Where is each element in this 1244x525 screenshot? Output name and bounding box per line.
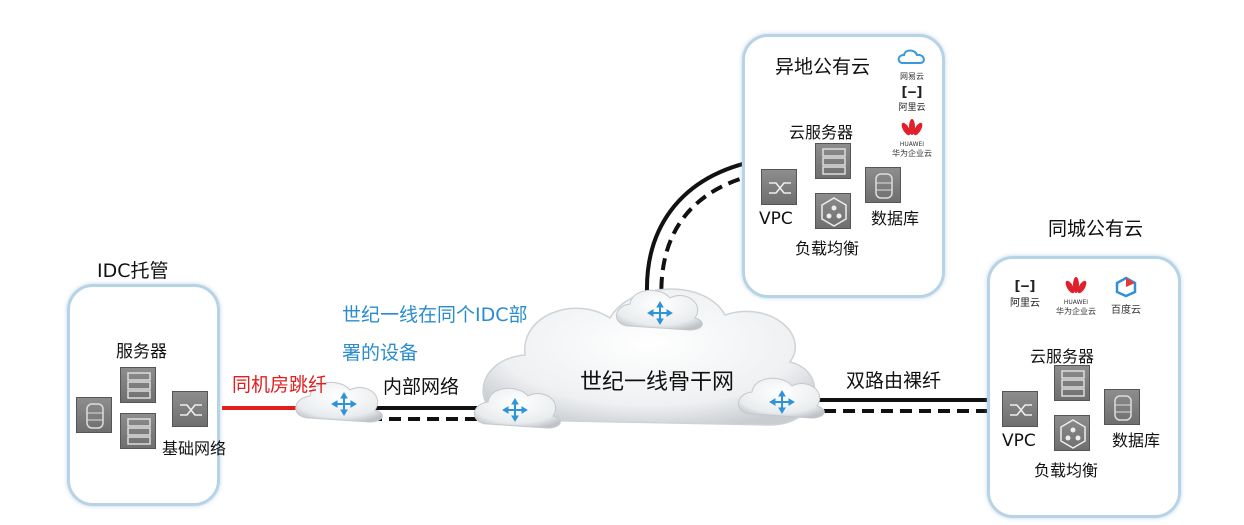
idc-server-label: 服务器 bbox=[116, 342, 167, 362]
local-lb-label: 负载均衡 bbox=[1034, 461, 1099, 480]
router-icon bbox=[331, 392, 357, 416]
inner-network-label: 内部网络 bbox=[383, 376, 460, 398]
red-link-label: 同机房跳纤 bbox=[232, 374, 328, 396]
inner-network-link bbox=[370, 406, 490, 421]
backbone-label: 世纪一线骨干网 bbox=[580, 370, 735, 395]
idc-device-text-line1: 世纪一线在同个IDC部 bbox=[342, 304, 528, 326]
router-cloud-left bbox=[295, 381, 383, 423]
huawei-logo: HUAWEI 华为企业云 bbox=[889, 119, 935, 159]
local-cloud-title: 同城公有云 bbox=[1048, 218, 1144, 240]
switch-icon bbox=[1002, 391, 1038, 427]
database-icon bbox=[76, 397, 112, 433]
aliyun-logo: [‒] 阿里云 bbox=[1010, 279, 1040, 309]
router-icon bbox=[647, 301, 673, 325]
server-icon bbox=[1054, 365, 1090, 401]
local-server-label: 云服务器 bbox=[1030, 347, 1095, 366]
local-cloud-box: [‒] 阿里云 HUAWEI 华为企业云 百度云 云服务器 VPC 负载均衡 数… bbox=[987, 256, 1181, 518]
switch-icon bbox=[761, 169, 797, 205]
load-balancer-icon bbox=[815, 193, 851, 229]
remote-vpc-label: VPC bbox=[759, 209, 793, 229]
idc-network-label: 基础网络 bbox=[162, 439, 227, 458]
remote-cloud-box: 异地公有云 网易云 [‒] 阿里云 HUAWEI 华为企业云 云服务器 VPC … bbox=[742, 34, 945, 298]
remote-server-label: 云服务器 bbox=[789, 123, 854, 142]
server-icon bbox=[120, 413, 156, 449]
router-cloud-center bbox=[474, 387, 561, 429]
local-vpc-label: VPC bbox=[1002, 431, 1036, 451]
backbone-cloud bbox=[482, 288, 816, 426]
router-icon bbox=[769, 390, 795, 414]
remote-db-label: 数据库 bbox=[871, 209, 920, 228]
load-balancer-icon bbox=[1054, 415, 1090, 451]
remote-cloud-title: 异地公有云 bbox=[775, 56, 871, 78]
database-icon bbox=[865, 167, 901, 203]
local-db-label: 数据库 bbox=[1112, 431, 1161, 450]
baidu-cloud-logo: 百度云 bbox=[1106, 276, 1146, 316]
dual-fiber-label: 双路由裸纤 bbox=[846, 370, 942, 392]
netease-cloud-logo: 网易云 bbox=[895, 47, 929, 82]
idc-device-text-line2: 署的设备 bbox=[342, 342, 419, 364]
idc-title: IDC托管 bbox=[97, 260, 169, 282]
remote-cloud-link bbox=[645, 158, 763, 309]
database-icon bbox=[1104, 389, 1140, 425]
huawei-logo: HUAWEI 华为企业云 bbox=[1052, 277, 1100, 317]
server-icon bbox=[120, 367, 156, 403]
switch-icon bbox=[172, 391, 208, 427]
server-icon bbox=[815, 143, 851, 179]
dual-fiber-link bbox=[805, 398, 996, 413]
remote-lb-label: 负载均衡 bbox=[795, 239, 860, 258]
aliyun-logo: [‒] 阿里云 bbox=[898, 85, 926, 113]
router-icon bbox=[502, 398, 528, 422]
idc-box: 服务器 基础网络 bbox=[67, 284, 226, 506]
